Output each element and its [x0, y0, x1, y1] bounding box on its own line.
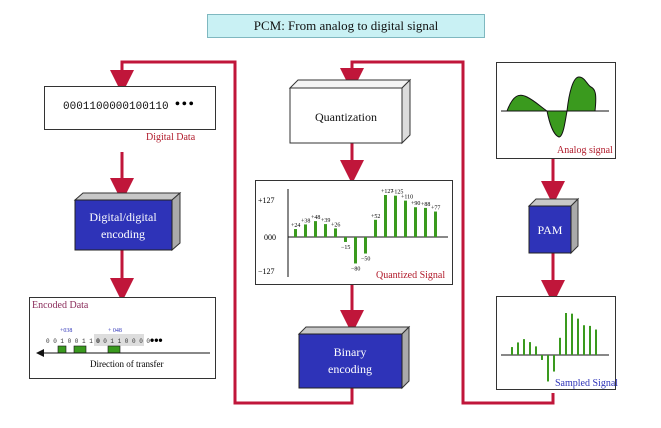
- quantized-bar: [414, 207, 417, 237]
- quantized-value-label: +48: [311, 215, 320, 221]
- quantized-value-label: +52: [371, 214, 380, 220]
- quantization-box: Quantization: [288, 78, 412, 145]
- sampled-chart: [501, 313, 609, 382]
- quantized-bar: [324, 224, 327, 237]
- quantized-value-label: +88: [421, 202, 430, 208]
- quantized-signal-caption: Quantized Signal: [376, 270, 446, 281]
- encoded-bits-1: 0 0 1 0 0 1 1 0: [46, 338, 100, 345]
- quantization-label: Quantization: [315, 110, 377, 124]
- quantized-bar: [304, 224, 307, 237]
- sampled-bar: [577, 318, 579, 355]
- digital-data-caption: Digital Data: [146, 132, 196, 143]
- encoded-direction: Direction of transfer: [90, 359, 163, 369]
- sampled-bar: [589, 325, 591, 355]
- quantized-bar: [434, 211, 437, 237]
- encoded-bits-2: 0 0 1 1 0 0 0 0: [96, 338, 150, 345]
- quantized-value-label: +77: [431, 206, 440, 212]
- sampled-signal-caption: Sampled Signal: [555, 378, 619, 389]
- quantized-value-label: +125: [391, 190, 403, 196]
- quantized-bar: [404, 200, 407, 237]
- quantized-bar: [354, 237, 357, 264]
- quantized-bar: [384, 195, 387, 237]
- dd-encoding-line2: encoding: [101, 227, 145, 241]
- diagram-title: PCM: From analog to digital signal: [207, 14, 485, 38]
- quantized-value-label: +90: [411, 201, 420, 207]
- encoded-tag-2: + 048: [108, 328, 122, 334]
- quantized-bar: [344, 237, 347, 242]
- pam-box: PAM: [527, 197, 580, 255]
- quantized-value-label: +24: [291, 223, 300, 229]
- digital-data-panel: 0001100000100110 •••: [44, 86, 216, 130]
- sampled-bar: [541, 355, 543, 360]
- sampled-bar: [529, 342, 531, 355]
- quantized-chart: +127 000 −127 +24+38+48+39+26 −15 −80−50 +5…: [258, 189, 448, 277]
- quantized-value-label: −50: [361, 257, 370, 263]
- sampled-bar: [523, 339, 525, 355]
- dd-encoding-box: Digital/digital encoding: [73, 191, 182, 252]
- analog-signal-caption: Analog signal: [557, 145, 613, 156]
- binary-encoding-line1: Binary: [334, 345, 367, 359]
- sampled-bar: [547, 355, 549, 382]
- quantized-ymax: +127: [258, 196, 275, 205]
- quantized-value-label: −15: [341, 245, 350, 251]
- pam-label: PAM: [538, 223, 563, 237]
- quantized-value-label: +127: [381, 189, 393, 195]
- quantized-value-label: +26: [331, 222, 340, 228]
- quantized-value-label: +110: [401, 195, 413, 201]
- quantized-bar: [294, 229, 297, 237]
- encoded-tag-1: +038: [60, 328, 72, 334]
- encoded-dots: •••: [150, 333, 163, 347]
- sampled-bar: [565, 313, 567, 355]
- quantized-value-label: +39: [321, 218, 330, 224]
- encoded-signal: +038 + 048 0 0 1 0 0 1 1 0 0 0 1 1 0 0 0…: [36, 328, 210, 369]
- quantized-bar: [424, 207, 427, 237]
- sampled-bar: [517, 342, 519, 355]
- sampled-bar: [553, 355, 555, 372]
- digital-data-dots: •••: [175, 97, 196, 112]
- quantized-yzero: 000: [264, 233, 276, 242]
- quantized-bar: [334, 228, 337, 237]
- encoded-data-panel: +038 + 048 0 0 1 0 0 1 1 0 0 0 1 1 0 0 0…: [29, 297, 216, 379]
- binary-encoding-box: Binary encoding: [297, 325, 411, 390]
- dd-encoding-line1: Digital/digital: [89, 210, 157, 224]
- quantized-signal-panel: +127 000 −127 +24+38+48+39+26 −15 −80−50 +5…: [255, 180, 453, 285]
- quantized-bar: [314, 221, 317, 237]
- binary-encoding-line2: encoding: [328, 362, 372, 376]
- sampled-bar: [595, 329, 597, 355]
- encoded-data-caption: Encoded Data: [32, 300, 89, 311]
- sampled-bar: [559, 337, 561, 355]
- sampled-bar: [535, 346, 537, 355]
- analog-waveform: [501, 76, 609, 138]
- sampled-signal-panel: [496, 296, 616, 390]
- sampled-bar: [571, 313, 573, 355]
- digital-data-bits: 0001100000100110: [63, 101, 169, 113]
- sampled-bar: [511, 347, 513, 355]
- arrow-sampled-to-quantization: [340, 60, 555, 405]
- quantized-ymin: −127: [258, 267, 275, 276]
- quantized-bar: [364, 237, 367, 254]
- sampled-bar: [583, 325, 585, 355]
- arrow-binary-to-digital-data: [110, 60, 354, 405]
- analog-signal-panel: [496, 62, 616, 159]
- quantized-bar: [394, 195, 397, 237]
- quantized-bar: [374, 219, 377, 237]
- quantized-value-label: −80: [351, 266, 360, 272]
- quantized-value-label: +38: [301, 218, 310, 224]
